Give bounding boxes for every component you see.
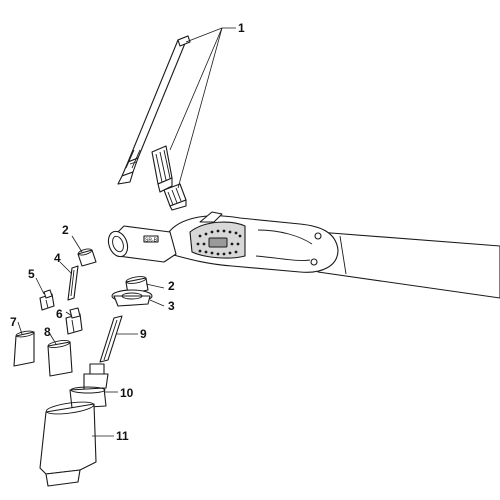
- back-cap-short: [163, 183, 187, 211]
- callout-8: 8: [44, 325, 51, 339]
- callout-2-left: 2: [62, 223, 69, 237]
- callout-11: 11: [116, 429, 129, 443]
- callout-labels: 1 2 2 3 4 5 6 7 8 9 10 11: [10, 21, 245, 443]
- handle-badge: [208, 237, 228, 248]
- handle-grip-dots: [196, 229, 242, 256]
- back-cap-medium: [151, 145, 173, 193]
- nozzle-medium: [47, 340, 73, 377]
- collet-body: [39, 289, 55, 311]
- gas-lens-body: [111, 289, 153, 307]
- electrode-long: [99, 315, 123, 363]
- callout-1: 1: [238, 21, 245, 35]
- electrode-short: [67, 265, 79, 301]
- head-marking: [143, 235, 159, 243]
- callout-5: 5: [28, 267, 35, 281]
- callout-4: 4: [54, 251, 61, 265]
- collet-body-2: [65, 307, 83, 335]
- callout-7: 7: [10, 315, 17, 329]
- gas-lens-collet: [69, 363, 109, 409]
- nozzle-large: [39, 401, 97, 487]
- callout-3: 3: [168, 299, 175, 313]
- torch-head: SR-B: [107, 225, 177, 263]
- insulator-left: [77, 248, 97, 267]
- callout-10: 10: [120, 386, 134, 400]
- callout-6: 6: [56, 307, 63, 321]
- torch-handle: [164, 211, 339, 273]
- svg-text:SR-B: SR-B: [145, 238, 158, 244]
- callout-2-right: 2: [168, 279, 175, 293]
- nozzle-short: [13, 330, 35, 367]
- back-cap-long: [117, 35, 191, 185]
- handle-trigger: [199, 211, 223, 223]
- callout-9: 9: [140, 327, 147, 341]
- torch-cable: [317, 231, 500, 299]
- leader-lines: [17, 27, 236, 437]
